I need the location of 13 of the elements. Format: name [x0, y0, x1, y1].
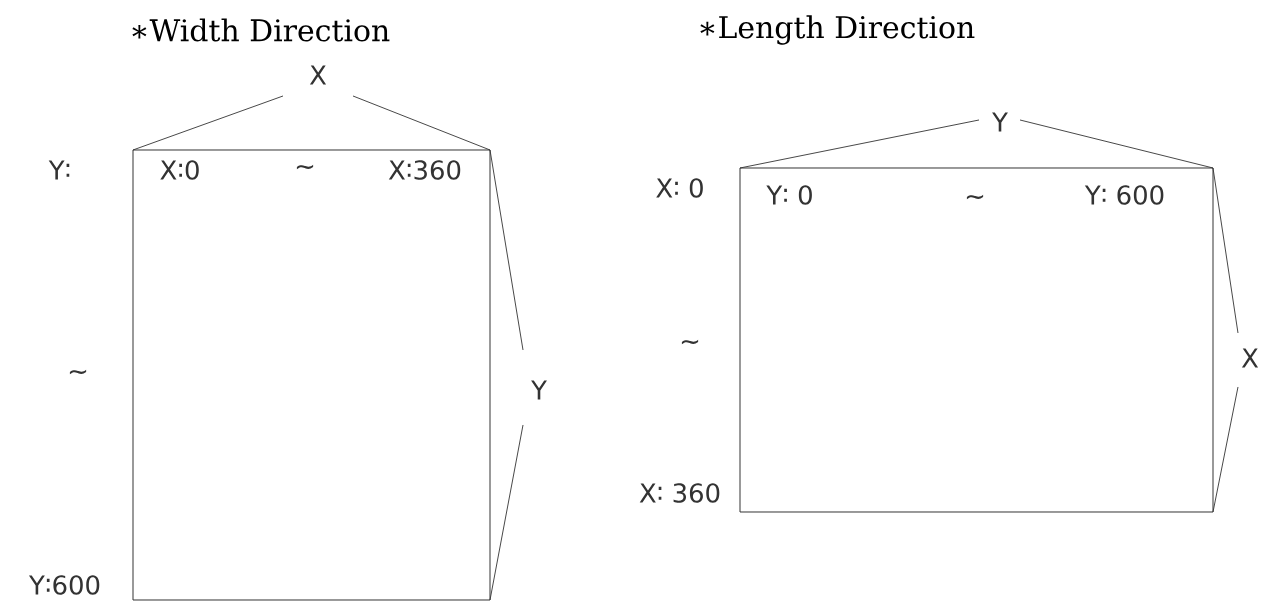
axis-rectangle: Y∶ 0 ∼ Y∶ 600 [739, 167, 1214, 513]
axis-label: Y∶ [48, 160, 70, 180]
axis-label: X∶ 0 [656, 178, 703, 198]
axis-label: Y [992, 112, 1008, 132]
axis-label: ∼ [69, 369, 87, 375]
heading: ∗Length Direction [700, 15, 975, 45]
heading: ∗Width Direction [132, 18, 390, 42]
axis-label: X [1241, 348, 1259, 368]
axis-label: Y∶600 [28, 575, 100, 595]
axis-label: Y [531, 380, 547, 400]
axis-label: X [309, 65, 327, 85]
axis-label: ∼ [681, 339, 699, 345]
axis-rectangle: X∶0 ∼ X∶360 [132, 149, 491, 601]
